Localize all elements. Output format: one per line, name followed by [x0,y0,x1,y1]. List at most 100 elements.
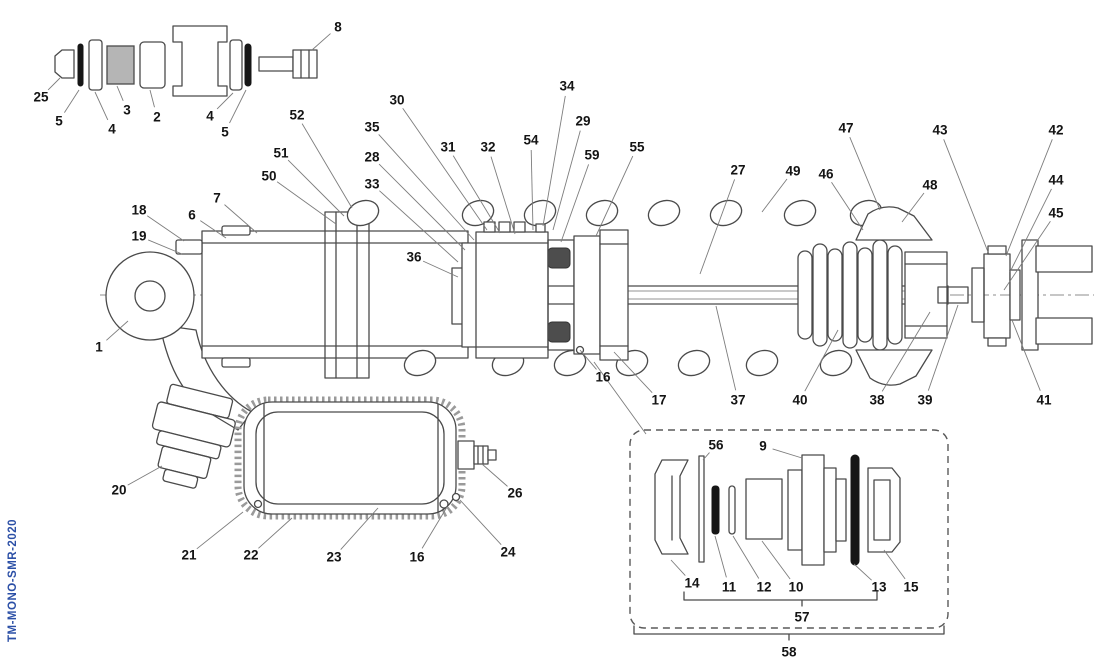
callout-leader-12 [732,535,760,579]
callout-label-29: 29 [575,114,590,129]
rod-thread-end [937,286,969,304]
callout-leader-4 [94,91,109,121]
reservoir-assembly [234,396,497,520]
callout-label-23: 23 [326,550,342,565]
callout-leader-44 [1009,188,1052,273]
callout-label-20: 20 [111,483,126,498]
callout-label-26: 26 [507,486,523,501]
callout-leader-10 [761,540,791,580]
callout-label-54: 54 [523,133,539,148]
callout-leader-42 [1005,139,1053,257]
callout-leader-41 [1011,319,1041,391]
callout-leader-32 [490,156,516,235]
piston-9 [787,454,847,566]
block-10 [745,478,783,540]
callout-leader-20 [127,465,163,486]
callout-leader-33 [379,190,459,263]
callout-leader-40 [804,329,839,392]
callout-leader-25 [47,77,61,91]
callout-leader-8 [311,33,331,51]
callout-leader-45 [1003,221,1051,291]
callout-label-52: 52 [289,108,304,123]
callout-leader-30 [402,107,488,231]
callout-leader-9 [772,448,803,459]
callout-leader-22 [258,517,293,549]
callout-label-15: 15 [903,580,919,595]
detail-box [593,361,949,629]
callout-label-50: 50 [261,169,276,184]
callout-label-32: 32 [480,140,495,155]
callout-leader-6 [200,220,227,239]
callout-label-9: 9 [759,439,767,454]
callout-leader-50 [276,181,337,225]
callout-leader-52 [301,123,353,209]
callout-leader-47 [849,137,881,211]
callout-leader-59 [560,164,590,243]
callout-label-33: 33 [364,177,380,192]
callout-leader-34 [542,95,566,227]
callout-label-36: 36 [406,250,422,265]
callout-label-48: 48 [922,178,938,193]
coil-spring [346,199,883,377]
preload-collar [324,211,370,379]
callout-label-40: 40 [792,393,807,408]
callout-label-12: 12 [756,580,771,595]
callout-leader-26 [481,463,508,487]
callout-label-56: 56 [708,438,724,453]
callout-label-6: 6 [188,208,196,223]
callout-leader-35 [378,134,475,241]
callout-leader-23 [340,507,379,550]
oring-11 [711,485,720,535]
callout-label-24: 24 [500,545,516,560]
callout-label-38: 38 [869,393,885,408]
seal-upper [547,247,571,269]
callout-leader-7 [224,204,258,234]
watermark-code: TM-MONO-SMR-2020 [7,519,19,642]
callout-leader-15 [883,549,906,580]
cap-25 [54,49,75,79]
callout-leader-29 [552,130,581,231]
callout-label-44: 44 [1048,173,1064,188]
callout-label-2: 2 [153,110,161,125]
shim-56 [698,455,705,563]
callout-leader-39 [927,304,959,391]
callout-label-16: 16 [409,550,425,565]
spacer-2 [139,41,166,89]
seal-lower [547,321,571,343]
washer-12 [728,485,736,535]
callout-leader-13 [853,563,872,581]
group-bracket-58 [633,625,945,641]
callout-label-27: 27 [730,163,745,178]
callout-leader-24 [459,499,502,546]
bump-rubber [797,239,903,351]
callout-leader-27 [699,179,736,275]
eye-mount [105,251,195,341]
callout-label-39: 39 [917,393,932,408]
mount-housing [172,25,228,97]
callout-label-28: 28 [364,150,380,165]
body-ring-top [221,225,251,236]
shock-body-tube [175,225,469,368]
clevis-fork [1021,239,1093,351]
callout-label-46: 46 [818,167,834,182]
callout-leader-18 [146,215,185,242]
head-bolt [483,221,496,233]
callout-leader-11 [714,535,727,578]
bushing-3 [106,45,135,85]
cap-15 [867,467,901,553]
mount-bracket [855,206,948,386]
callout-label-4: 4 [108,122,116,137]
callout-label-5: 5 [221,125,229,140]
callout-leader-54 [530,149,534,231]
callout-label-31: 31 [440,140,456,155]
callout-leader-38 [881,311,931,392]
washer-4-right [229,39,243,91]
callout-leader-3 [116,85,124,101]
washer-4-left [88,39,103,91]
callout-label-4: 4 [206,109,214,124]
bleed-valve [457,440,497,470]
callout-leader-5 [64,89,80,113]
